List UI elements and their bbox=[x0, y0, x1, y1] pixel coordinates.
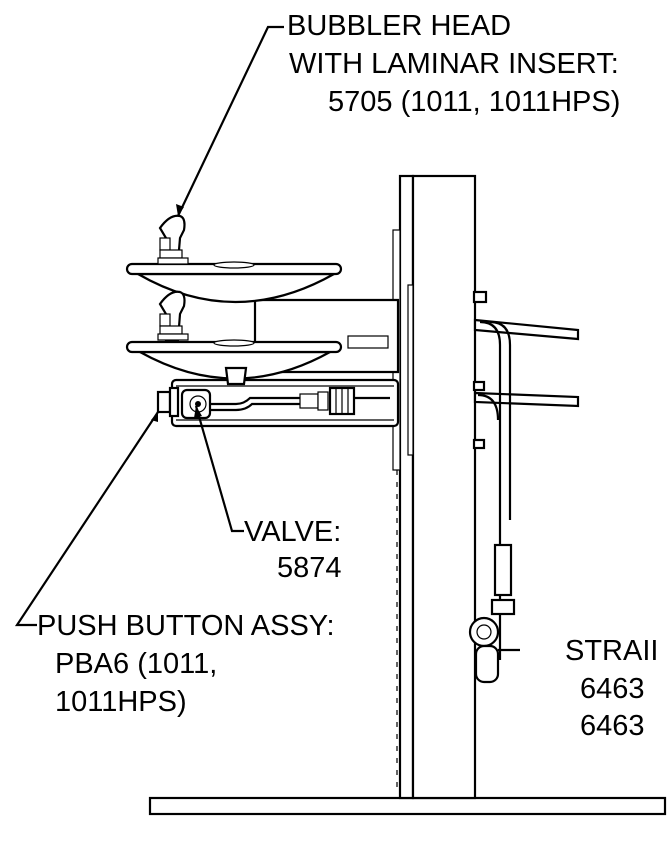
callout-valve: VALVE: 5874 bbox=[244, 516, 342, 584]
strainer-label-line1: STRAII bbox=[565, 635, 658, 667]
bubbler-head-label-line3: 5705 (1011, 1011HPS) bbox=[328, 86, 620, 118]
callout-push-button: PUSH BUTTON ASSY: PBA6 (1011, 1011HPS) bbox=[37, 610, 335, 718]
push-button-label-line3: 1011HPS) bbox=[55, 686, 187, 718]
push-button-label-line2: PBA6 (1011, bbox=[55, 648, 217, 680]
callout-bubbler-head: BUBBLER HEAD WITH LAMINAR INSERT: 5705 (… bbox=[287, 10, 620, 118]
wall-panel bbox=[392, 174, 477, 800]
push-button-label-line1: PUSH BUTTON ASSY: bbox=[37, 610, 335, 642]
supply-plumbing bbox=[472, 290, 580, 660]
lower-bowl bbox=[125, 339, 343, 380]
valve-label-line1: VALVE: bbox=[244, 516, 341, 548]
valve-label-line2: 5874 bbox=[277, 552, 342, 584]
upper-bowl bbox=[125, 261, 343, 303]
bubbler-head-label-line1: BUBBLER HEAD bbox=[287, 10, 511, 42]
push-button bbox=[156, 386, 180, 418]
strainer-label-line2: 6463 bbox=[580, 673, 645, 705]
strainer-label-line3: 6463 bbox=[580, 710, 645, 742]
strainer bbox=[468, 543, 520, 684]
bubbler-head-lower bbox=[157, 290, 189, 342]
base-plate bbox=[148, 796, 667, 816]
callout-strainer: STRAII 6463 6463 bbox=[565, 635, 658, 742]
valve-body bbox=[180, 386, 390, 420]
bubbler-head-upper bbox=[157, 214, 189, 265]
bubbler-head-label-line2: WITH LAMINAR INSERT: bbox=[289, 48, 619, 80]
leader-lines bbox=[14, 25, 284, 627]
